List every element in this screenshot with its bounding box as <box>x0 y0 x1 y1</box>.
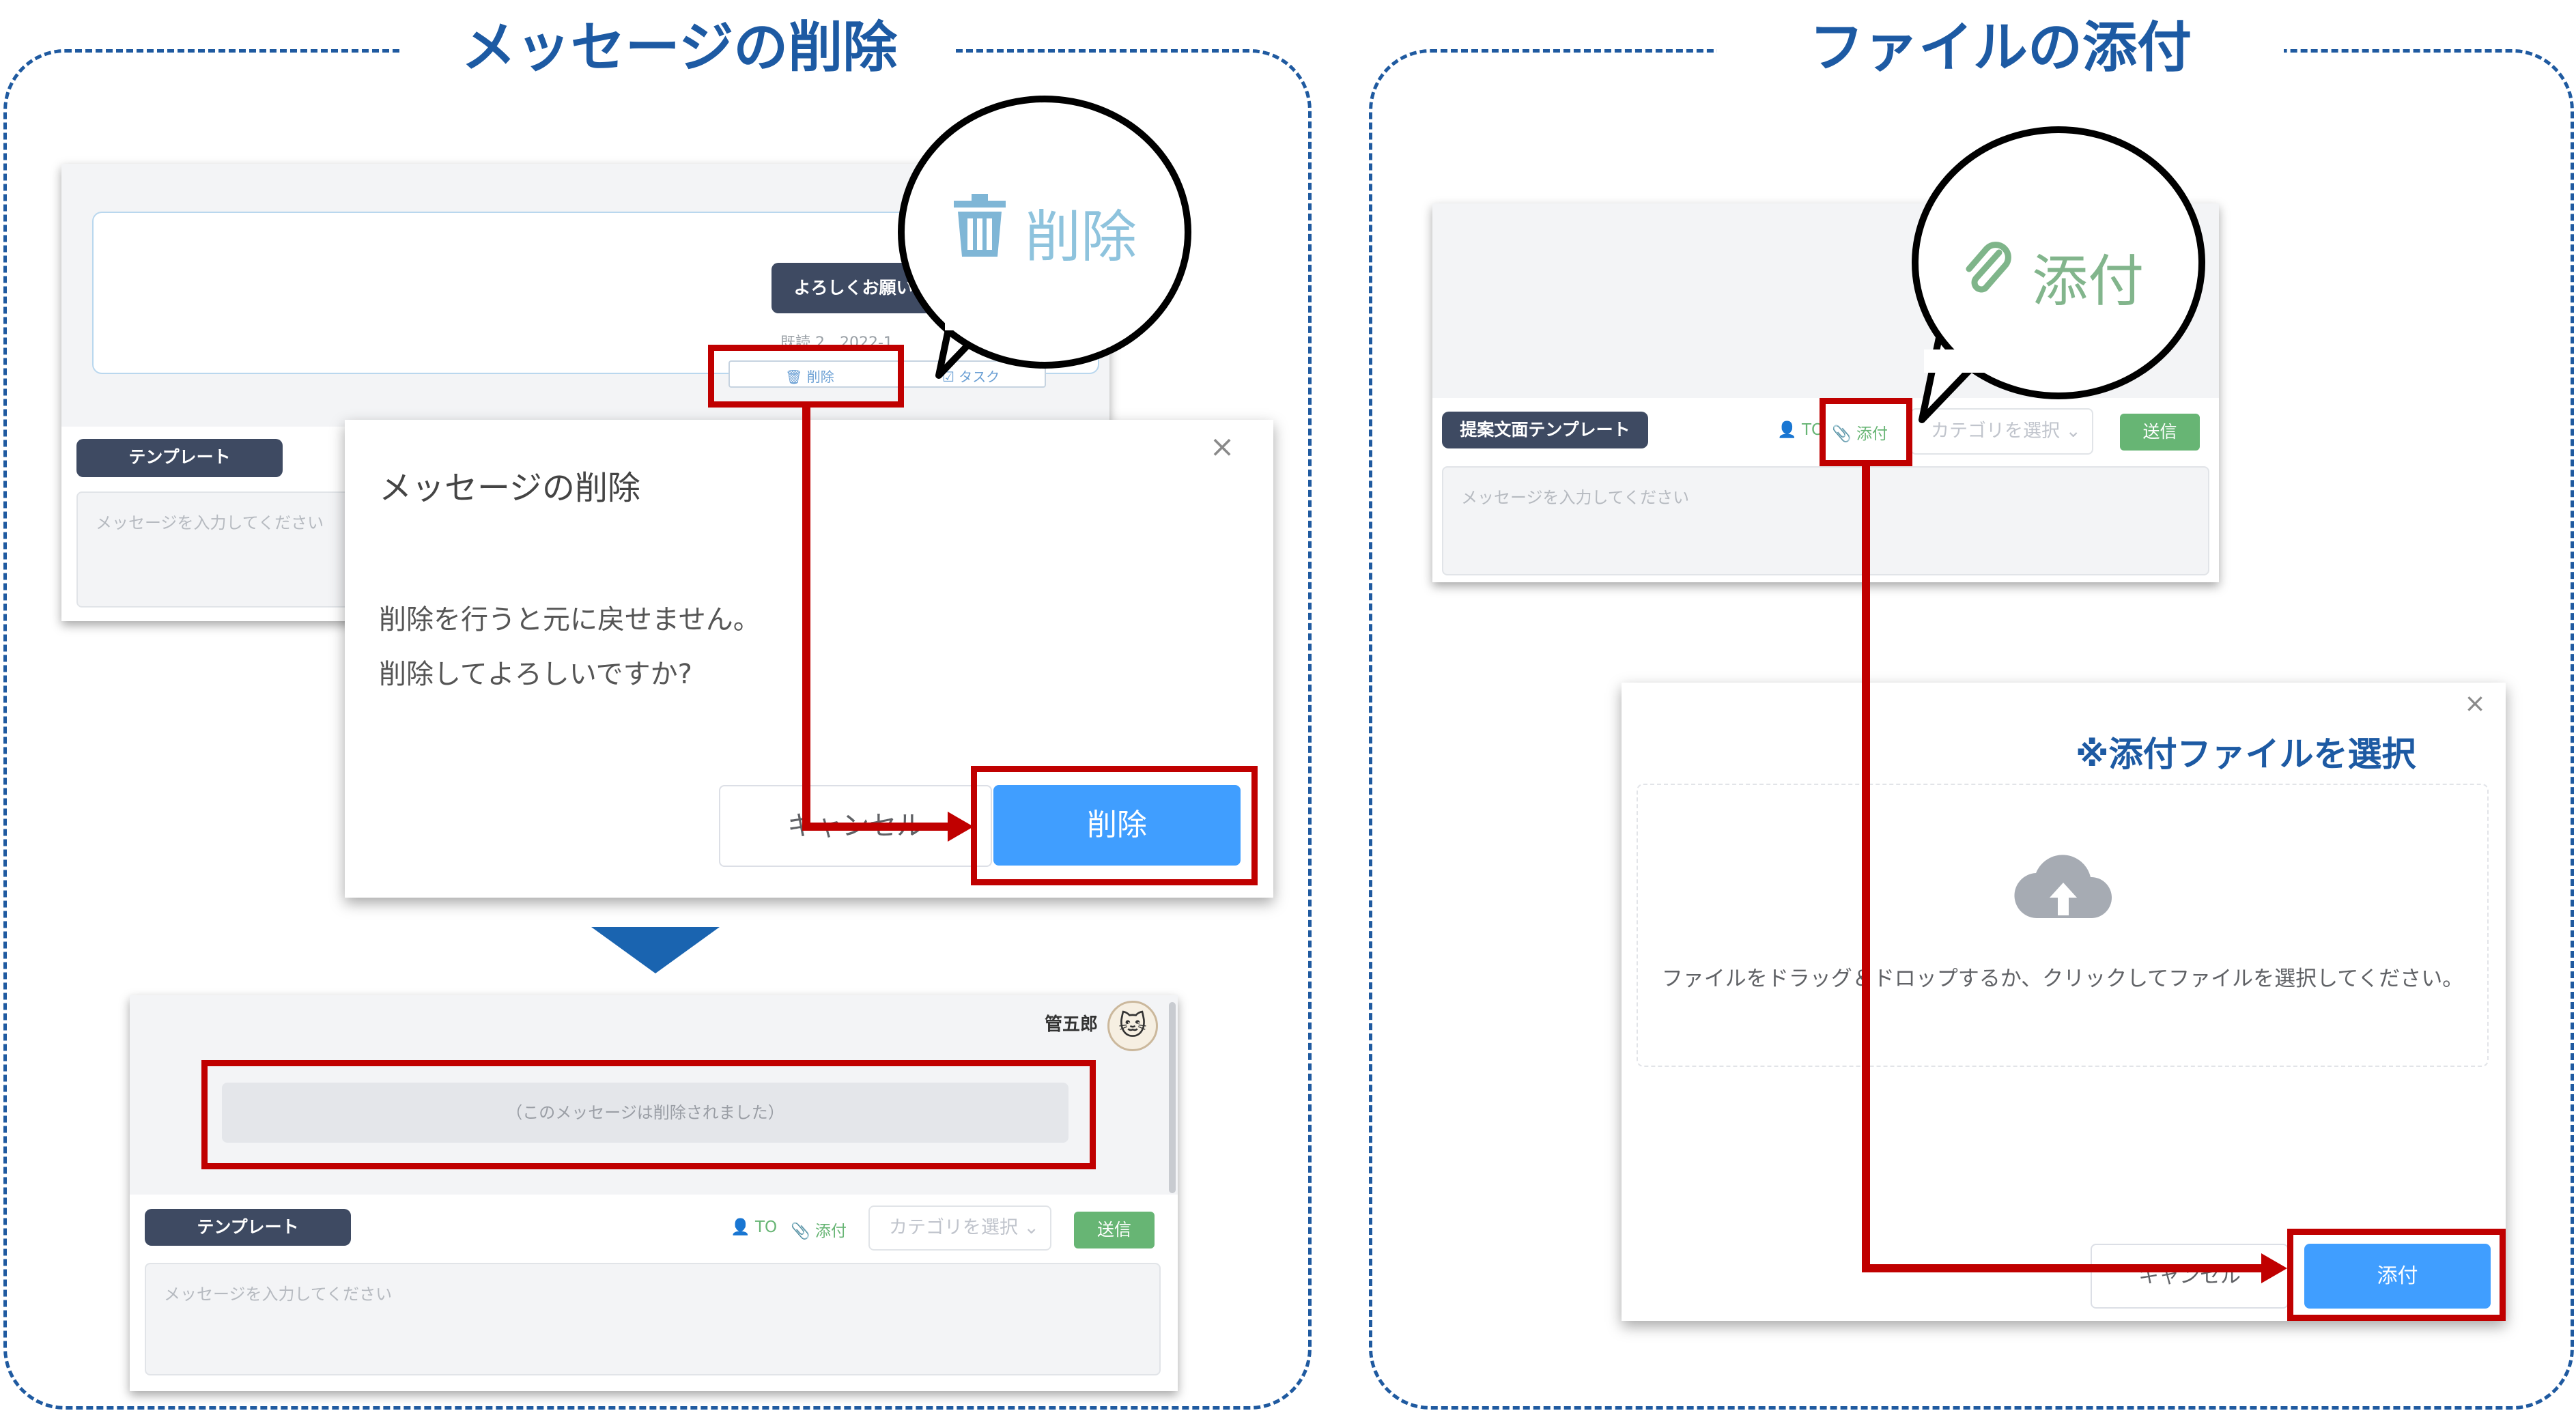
to-button[interactable]: 👤 TO <box>731 1218 777 1236</box>
person-icon: 👤 <box>1777 421 1797 439</box>
message-action-bar <box>728 360 1046 388</box>
highlight-confirm-delete <box>971 766 1258 885</box>
avatar: 🐱 <box>1107 1001 1158 1051</box>
connector-attach-horizontal <box>1862 1264 2265 1272</box>
dialog-message-line2: 削除してよろしいですか? <box>379 659 692 690</box>
paperclip-icon: 📎 <box>1832 425 1852 443</box>
task-action-label: タスク <box>959 369 1000 385</box>
close-icon[interactable]: × <box>1209 429 1235 464</box>
paperclip-icon <box>1959 239 2014 314</box>
attach-label: 添付 <box>815 1223 847 1240</box>
delete-action[interactable]: 🗑 削除 <box>785 366 834 386</box>
left-section-title: メッセージの削除 <box>403 10 956 85</box>
trash-icon: 🗑 <box>785 369 803 385</box>
scrollbar[interactable] <box>1169 1002 1176 1193</box>
cancel-button[interactable]: キャンセル <box>2091 1244 2289 1309</box>
composer-screenshot: 提案文面テンプレート 👤 TO 📎 添付 カテゴリを選択 ⌄ 送信 メッセージを… <box>1432 203 2219 582</box>
send-button[interactable]: 送信 <box>1074 1212 1155 1248</box>
paperclip-icon: 📎 <box>791 1223 810 1240</box>
deleted-notice: （このメッセージは削除されました） <box>506 1103 784 1122</box>
connector-delete-vertical <box>802 408 810 831</box>
right-section-title: ファイルの添付 <box>1717 10 2284 85</box>
person-icon: 👤 <box>731 1218 750 1236</box>
category-select[interactable]: カテゴリを選択 ⌄ <box>868 1205 1051 1251</box>
to-label: TO <box>754 1218 778 1236</box>
highlight-delete-action <box>708 345 904 408</box>
message-input[interactable]: メッセージを入力してください <box>145 1263 1161 1375</box>
trash-icon <box>952 192 1007 272</box>
attach-button[interactable]: 📎 添付 <box>1832 420 1888 444</box>
dialog-title: メッセージの削除 <box>379 469 641 507</box>
message-input[interactable]: メッセージを入力してください <box>1442 466 2209 575</box>
attach-note: ※添付ファイルを選択 <box>2076 734 2416 774</box>
confirm-delete-button[interactable]: 削除 <box>993 785 1241 866</box>
dialog-message-line1: 削除を行うと元に戻せません。 <box>379 604 761 636</box>
file-drop-zone[interactable] <box>1637 784 2489 1067</box>
template-button[interactable]: 提案文面テンプレート <box>1442 412 1648 448</box>
delete-action-label: 削除 <box>806 369 834 385</box>
drop-instructions: ファイルをドラッグ＆ドロップするか、クリックしてファイルを選択してください。 <box>1661 967 2464 991</box>
connector-delete-arrowhead <box>948 812 974 842</box>
connector-attach-arrowhead <box>2261 1253 2287 1283</box>
zoom-attach-label: 添付 <box>2032 249 2145 314</box>
zoom-delete: 削除 <box>952 191 1137 272</box>
chevron-down-icon: ⌄ <box>2065 420 2081 442</box>
to-button[interactable]: 👤 TO <box>1777 420 1824 439</box>
category-select[interactable]: カテゴリを選択 ⌄ <box>1910 408 2093 455</box>
down-arrow-icon <box>591 927 720 973</box>
bubble-tail-attach-cover <box>1924 349 2000 373</box>
zoom-attach: 添付 <box>1959 235 2144 317</box>
category-placeholder: カテゴリを選択 <box>1931 420 2060 442</box>
user-name: 管五郎 <box>1045 1014 1099 1035</box>
highlight-confirm-attach <box>2287 1229 2506 1321</box>
deleted-message-box <box>222 1083 1068 1143</box>
highlight-attach-button <box>1820 398 1912 466</box>
attach-label: 添付 <box>1856 425 1888 443</box>
message-bubble: よろしくお願い <box>772 263 935 313</box>
connector-attach-vertical <box>1862 466 1870 1272</box>
highlight-deleted-notice <box>201 1060 1096 1169</box>
send-button[interactable]: 送信 <box>2120 414 2200 451</box>
upload-cloud-icon <box>2014 850 2113 924</box>
confirm-attach-button[interactable]: 添付 <box>2304 1244 2491 1309</box>
connector-delete-horizontal <box>802 823 949 831</box>
close-icon[interactable]: × <box>2464 688 2486 718</box>
attach-button[interactable]: 📎 添付 <box>791 1218 847 1241</box>
template-button[interactable]: テンプレート <box>76 439 283 477</box>
category-placeholder: カテゴリを選択 <box>889 1217 1018 1238</box>
result-chat-pane: 管五郎 🐱 （このメッセージは削除されました） テンプレート 👤 TO 📎 添付… <box>130 995 1178 1391</box>
template-button[interactable]: テンプレート <box>145 1209 351 1246</box>
zoom-delete-label: 削除 <box>1025 205 1137 270</box>
task-action[interactable]: ☑ タスク <box>942 366 1000 386</box>
chevron-down-icon: ⌄ <box>1023 1217 1039 1238</box>
attach-dialog: × ※添付ファイルを選択 ファイルをドラッグ＆ドロップするか、クリックしてファイ… <box>1622 683 2506 1321</box>
bubble-tail-delete-cover <box>945 309 1020 330</box>
